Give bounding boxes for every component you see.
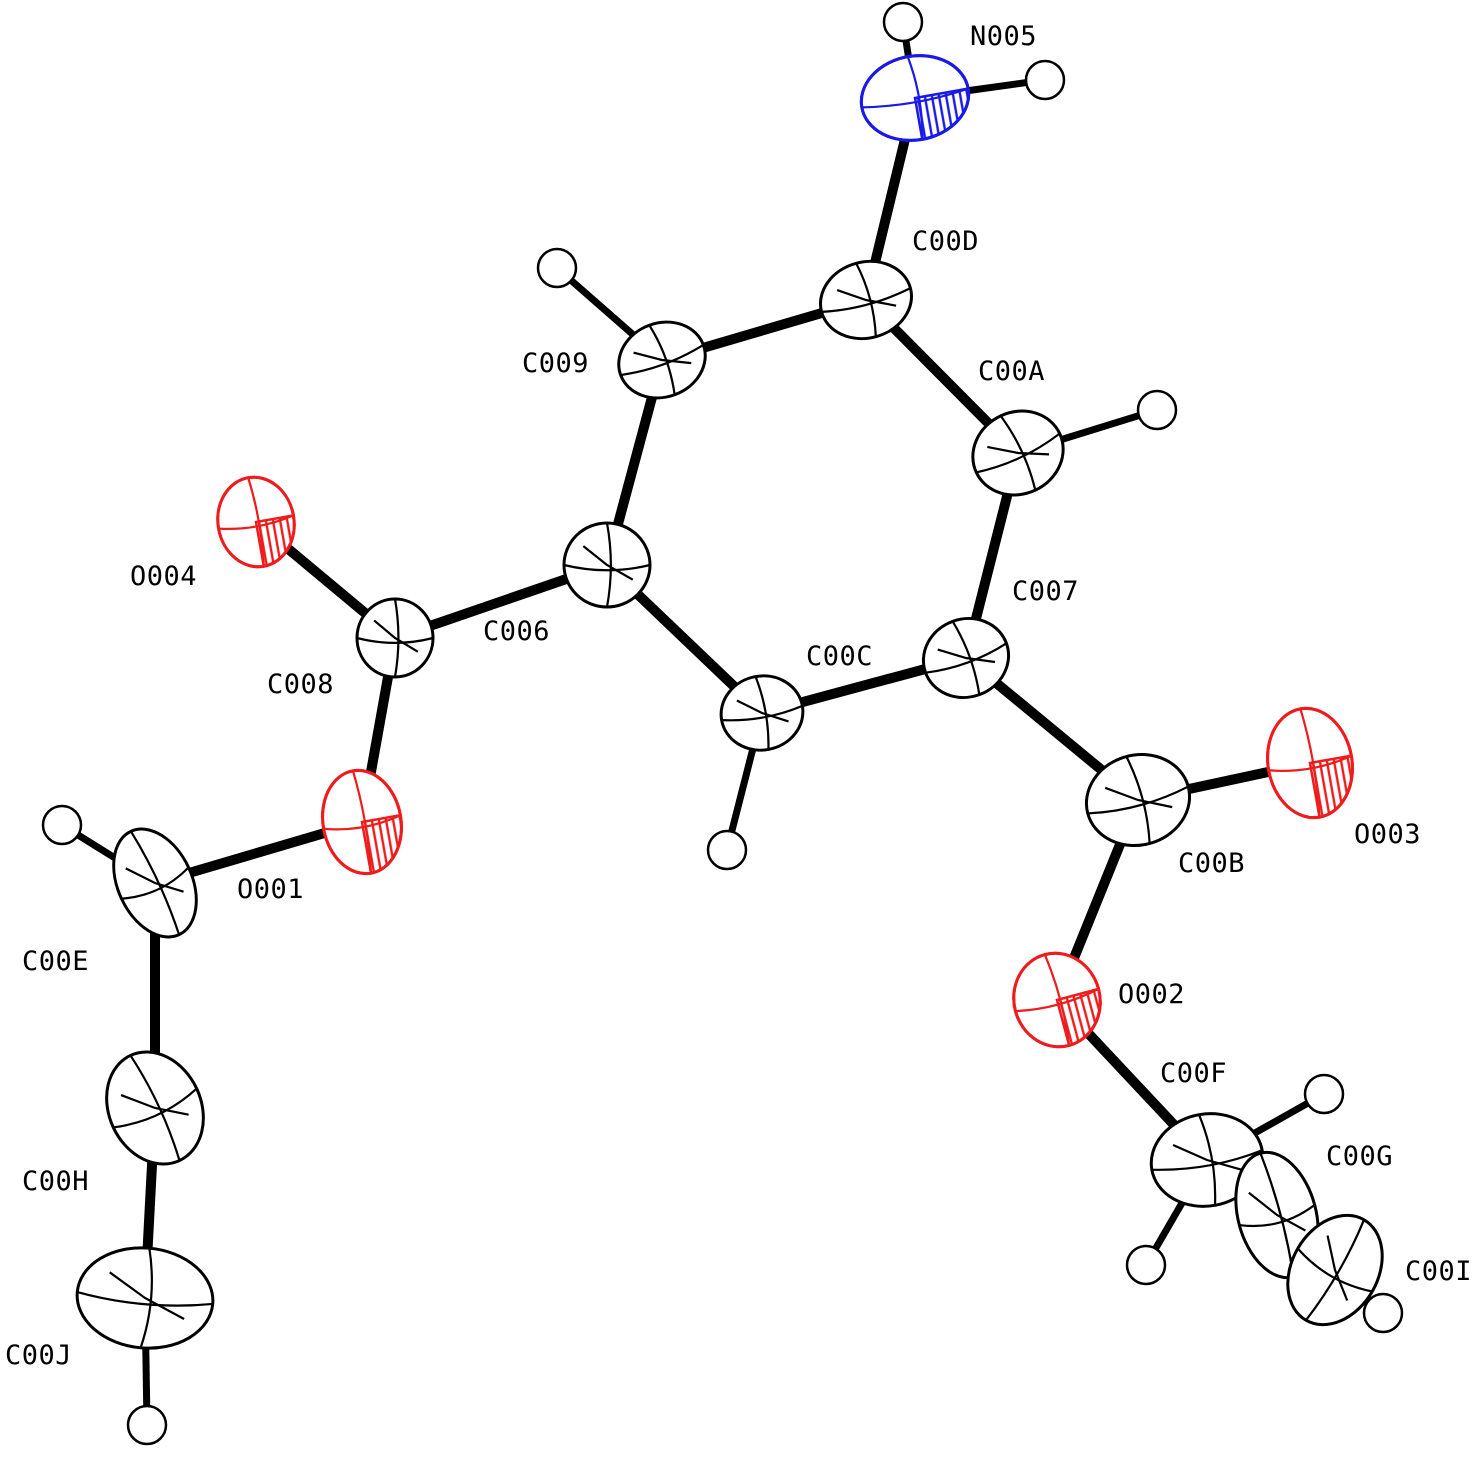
atom-n005 bbox=[859, 54, 971, 142]
atom-label-c00a: C00A bbox=[978, 356, 1045, 387]
atom-label-c008: C008 bbox=[267, 669, 334, 700]
atom-label-c00e: C00E bbox=[22, 946, 89, 977]
atom-label-c00h: C00H bbox=[22, 1166, 89, 1197]
atom-c006 bbox=[562, 521, 652, 609]
hydrogen-atom bbox=[1024, 59, 1066, 101]
hydrogen-atoms-layer bbox=[41, 1, 1404, 1446]
hydrogen-atom bbox=[1136, 389, 1178, 431]
atom-label-o002: O002 bbox=[1118, 979, 1185, 1010]
hydrogen-atom bbox=[706, 829, 748, 871]
atom-label-c00j: C00J bbox=[5, 1340, 72, 1371]
atom-label-o003: O003 bbox=[1354, 819, 1421, 850]
atom-c00e bbox=[112, 827, 198, 939]
atom-c00a bbox=[971, 409, 1065, 497]
hydrogen-atom bbox=[1125, 1244, 1167, 1286]
atom-o002 bbox=[1012, 951, 1102, 1049]
atom-label-c00f: C00F bbox=[1160, 1058, 1227, 1089]
atom-label-c00b: C00B bbox=[1178, 848, 1245, 879]
atom-label-c006: C006 bbox=[483, 616, 550, 647]
atom-label-c00d: C00D bbox=[912, 226, 979, 257]
hydrogen-atom bbox=[536, 247, 578, 289]
atom-c00i bbox=[1286, 1213, 1384, 1327]
atom-c009 bbox=[617, 320, 707, 400]
atom-c00j bbox=[75, 1246, 215, 1350]
atom-o004 bbox=[216, 475, 296, 569]
atom-label-c00i: C00I bbox=[1405, 1256, 1472, 1287]
atom-c00d bbox=[818, 259, 914, 341]
atom-label-c007: C007 bbox=[1012, 576, 1079, 607]
atom-c00c bbox=[719, 674, 805, 752]
atoms-layer bbox=[75, 54, 1384, 1350]
atom-label-o001: O001 bbox=[237, 874, 304, 905]
atom-c00f bbox=[1149, 1112, 1265, 1208]
atom-label-n005: N005 bbox=[970, 21, 1037, 52]
hydrogen-atom bbox=[126, 1404, 168, 1446]
atom-label-c00g: C00G bbox=[1326, 1141, 1393, 1172]
hydrogen-atom bbox=[882, 1, 924, 43]
atom-o001 bbox=[321, 768, 403, 876]
atom-c007 bbox=[921, 617, 1011, 699]
atom-c00h bbox=[105, 1050, 205, 1166]
atom-label-c00c: C00C bbox=[806, 641, 873, 672]
hydrogen-atom bbox=[41, 804, 83, 846]
atom-c008 bbox=[355, 597, 435, 679]
atom-o003 bbox=[1266, 706, 1354, 820]
hydrogen-atom bbox=[1303, 1073, 1345, 1115]
atom-label-o004: O004 bbox=[130, 561, 197, 592]
atom-label-c009: C009 bbox=[522, 348, 589, 379]
atom-c00b bbox=[1084, 752, 1192, 848]
hydrogen-atom bbox=[1362, 1292, 1404, 1334]
